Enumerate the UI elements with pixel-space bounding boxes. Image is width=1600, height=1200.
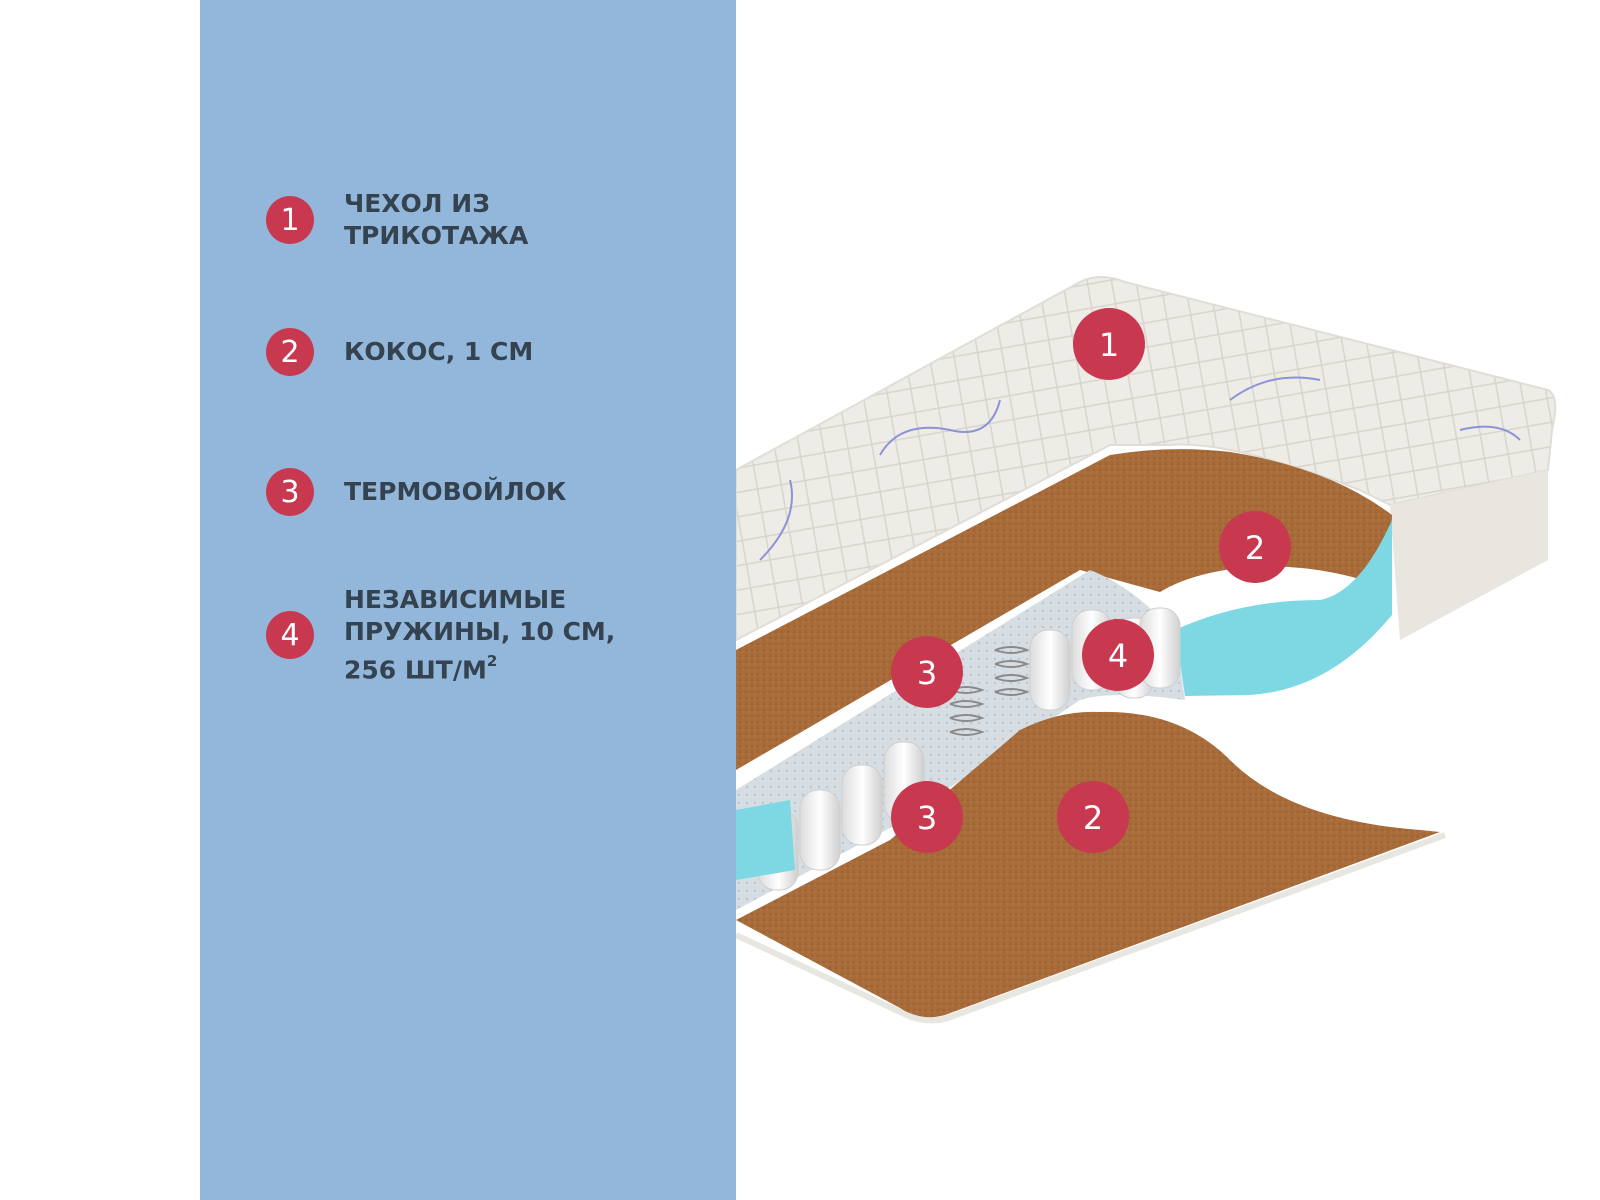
callout-number: 4 xyxy=(1108,637,1128,675)
legend-label-line: ТЕРМОВОЙЛОК xyxy=(344,477,567,506)
mattress-cutaway-illustration: 1 2 3 4 3 2 xyxy=(736,276,1557,1024)
callout-badge xyxy=(1219,511,1291,583)
legend-label-line: ЧЕХОЛ ИЗ xyxy=(344,189,490,218)
legend-number-badge: 2 xyxy=(266,328,314,376)
callout-number: 2 xyxy=(1083,799,1103,837)
callout-number: 3 xyxy=(917,654,937,692)
callout-coconut-top: 2 xyxy=(1219,511,1291,583)
callout-coconut-bottom: 2 xyxy=(1057,781,1129,853)
legend-number-badge: 4 xyxy=(266,611,314,660)
callout-number: 1 xyxy=(1099,326,1119,364)
legend-label-line: КОКОС, 1 СМ xyxy=(344,337,534,366)
callout-number: 3 xyxy=(917,799,937,837)
callout-badge xyxy=(891,781,963,853)
legend-label-line: НЕЗАВИСИМЫЕ xyxy=(344,585,567,614)
callout-springs: 4 xyxy=(1082,619,1154,691)
callout-badge xyxy=(1057,781,1129,853)
legend-label: НЕЗАВИСИМЫЕ ПРУЖИНЫ, 10 СМ, 256 ШТ/М2 xyxy=(344,584,644,686)
legend-item-coconut: 2 КОКОС, 1 СМ xyxy=(266,328,644,376)
legend-label: ЧЕХОЛ ИЗ ТРИКОТАЖА xyxy=(344,188,644,252)
legend-item-springs: 4 НЕЗАВИСИМЫЕ ПРУЖИНЫ, 10 СМ, 256 ШТ/М2 xyxy=(266,584,644,686)
callout-cover: 1 xyxy=(1073,308,1145,380)
legend-number-badge: 1 xyxy=(266,196,314,244)
legend-label-line: ТРИКОТАЖА xyxy=(344,221,529,250)
legend-label-line: ПРУЖИНЫ, 10 СМ, xyxy=(344,617,616,646)
callout-felt-top: 3 xyxy=(891,636,963,708)
callout-badge xyxy=(1073,308,1145,380)
legend-label-line3: 256 ШТ/М xyxy=(344,655,487,685)
callout-badge xyxy=(1082,619,1154,691)
legend-label: КОКОС, 1 СМ xyxy=(344,336,644,368)
superscript: 2 xyxy=(486,652,498,670)
legend-number-badge: 3 xyxy=(266,468,314,516)
callout-badge xyxy=(891,636,963,708)
legend-label: ТЕРМОВОЙЛОК xyxy=(344,476,644,508)
legend-panel: 1 ЧЕХОЛ ИЗ ТРИКОТАЖА 2 КОКОС, 1 СМ 3 ТЕР… xyxy=(200,0,736,1200)
callout-felt-bottom: 3 xyxy=(891,781,963,853)
legend-item-cover: 1 ЧЕХОЛ ИЗ ТРИКОТАЖА xyxy=(266,188,644,252)
legend-item-felt: 3 ТЕРМОВОЙЛОК xyxy=(266,468,644,516)
legend-label-line: 256 ШТ/М2 xyxy=(344,648,644,686)
callout-number: 2 xyxy=(1245,529,1265,567)
